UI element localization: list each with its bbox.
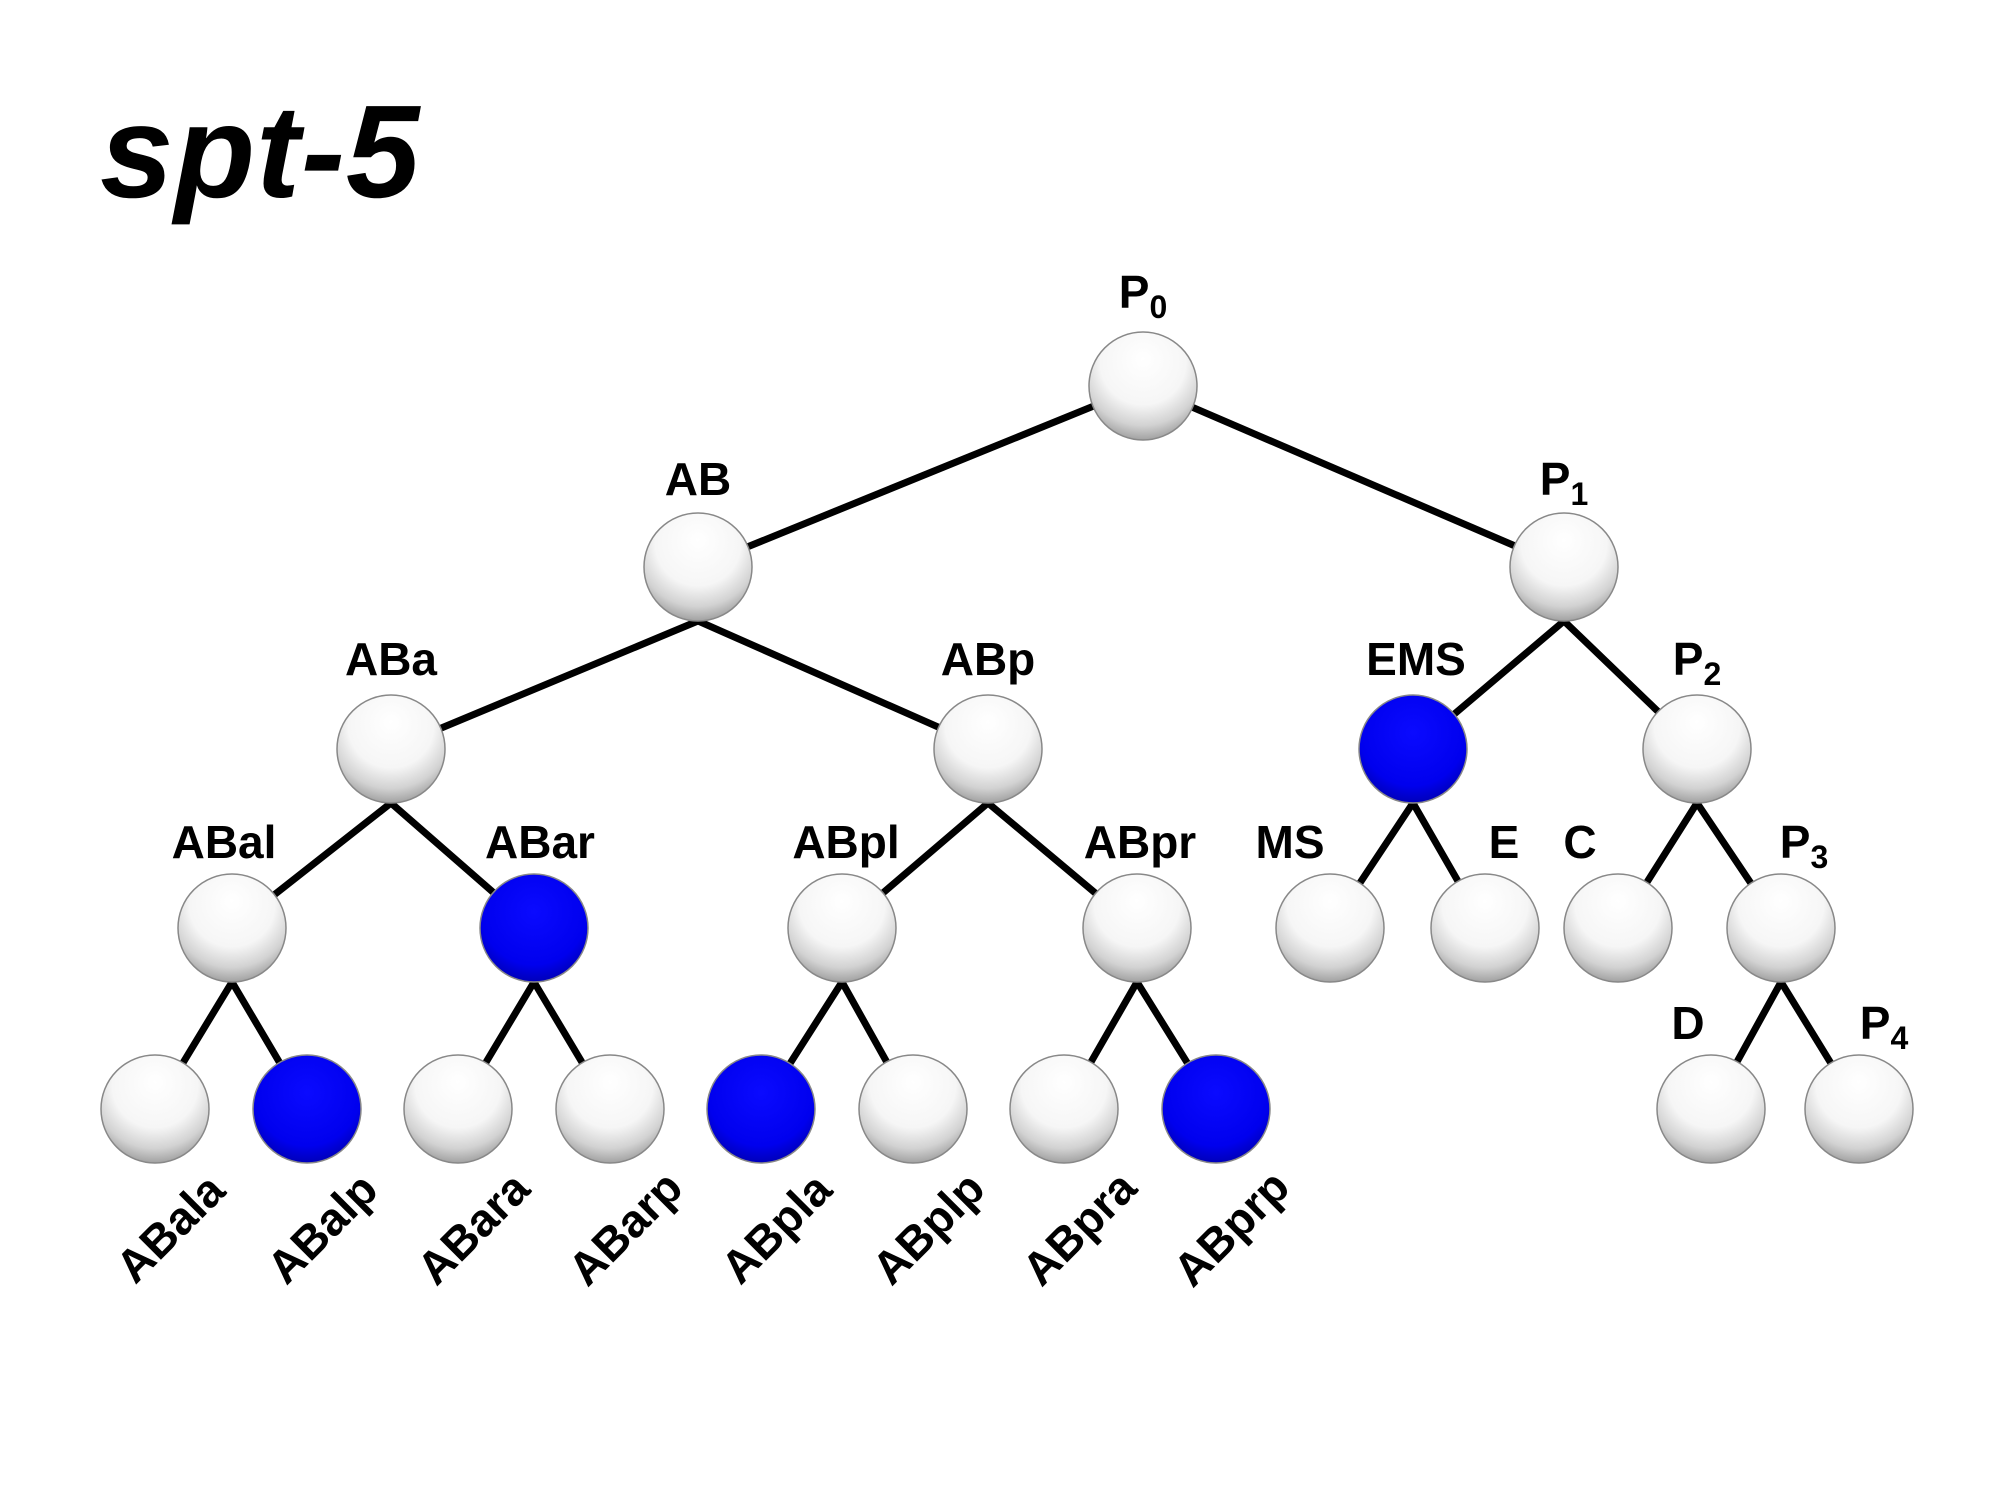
cell-label-ABar: ABar [485,816,595,868]
edge-ABa-ABal [265,798,396,903]
cell-node-ABala [100,1054,210,1164]
cell-label-ABp: ABp [941,633,1036,685]
cell-label-EMS: EMS [1366,633,1466,685]
cell-node-ABarp [555,1054,665,1164]
edge-P2-P3 [1692,798,1759,893]
edge-P1-EMS [1445,616,1569,723]
cell-node-C [1563,873,1673,983]
edge-EMS-MS [1352,798,1418,893]
cell-label-ABpl: ABpl [792,816,899,868]
edge-EMS-E [1408,798,1466,891]
edge-P3-D [1729,977,1786,1072]
cell-label-P3: P3 [1780,816,1828,875]
cell-label-subscript-P3: 3 [1810,839,1828,875]
cell-node-ABa [336,694,446,804]
edge-AB-ABa [431,616,703,735]
cell-node-ABpra [1009,1054,1119,1164]
cell-node-EMS [1358,694,1468,804]
cell-node-P0 [1088,331,1198,441]
cell-label-ABa: ABa [345,633,437,685]
edge-P1-P2 [1559,616,1667,721]
cell-label-P1: P1 [1540,453,1588,512]
cell-label-D: D [1671,997,1704,1049]
cell-label-ABprp: ABprp [1163,1160,1299,1296]
edge-ABpl-ABplp [837,977,895,1072]
edge-P0-P1 [1183,400,1520,551]
edge-P0-AB [742,399,1103,552]
cell-node-ABplp [858,1054,968,1164]
edge-ABar-ABara [478,977,539,1073]
cell-node-E [1430,873,1540,983]
cell-node-P4 [1804,1054,1914,1164]
edge-ABpl-ABpla [782,977,847,1073]
edge-P3-P4 [1776,977,1839,1073]
cell-label-ABala: ABala [106,1163,235,1292]
cell-label-subscript-P0: 0 [1149,289,1167,325]
cell-label-subscript-P2: 2 [1703,656,1721,692]
edge-ABpr-ABpra [1083,977,1142,1072]
cell-label-C: C [1563,816,1596,868]
cell-label-ABpla: ABpla [711,1162,842,1293]
cell-label-P4: P4 [1860,997,1909,1056]
cell-label-MS: MS [1256,816,1325,868]
cell-node-AB [643,512,753,622]
cell-node-ABara [403,1054,513,1164]
cell-label-AB: AB [665,453,731,505]
cell-label-ABalp: ABalp [257,1163,388,1294]
cell-node-D [1656,1054,1766,1164]
cell-node-ABar [479,873,589,983]
cell-label-P2: P2 [1673,633,1721,692]
cell-node-ABpla [706,1054,816,1164]
edge-ABp-ABpr [983,798,1105,902]
cell-label-ABarp: ABarp [558,1161,692,1295]
edge-ABal-ABala [175,977,237,1073]
edge-AB-ABp [693,616,949,735]
cell-label-ABal: ABal [172,816,277,868]
cell-node-ABal [177,873,287,983]
cell-label-ABara: ABara [407,1161,540,1294]
cell-label-ABplp: ABplp [862,1162,995,1295]
cell-label-P0: P0 [1119,266,1167,325]
edge-ABpr-ABprp [1132,977,1196,1073]
cell-node-P1 [1509,512,1619,622]
lineage-edges [175,399,1839,1073]
diagram-title: spt-5 [100,78,421,225]
cell-label-ABpra: ABpra [1012,1161,1147,1296]
cell-label-E: E [1489,816,1520,868]
edge-ABa-ABar [386,798,503,901]
cell-label-subscript-P4: 4 [1890,1020,1908,1056]
lineage-nodes [100,331,1914,1164]
cell-node-ABpr [1082,873,1192,983]
cell-node-P3 [1726,873,1836,983]
cell-node-ABpl [787,873,897,983]
edge-ABar-ABarp [529,977,590,1073]
cell-label-ABpr: ABpr [1084,816,1197,868]
cell-node-ABp [933,694,1043,804]
edge-ABp-ABpl [873,798,993,902]
edge-ABal-ABalp [227,977,288,1072]
cell-node-P2 [1642,694,1752,804]
cell-node-MS [1275,873,1385,983]
cell-node-ABprp [1161,1054,1271,1164]
cell-label-subscript-P1: 1 [1570,476,1588,512]
cell-node-ABalp [252,1054,362,1164]
edge-P2-C [1639,798,1702,892]
